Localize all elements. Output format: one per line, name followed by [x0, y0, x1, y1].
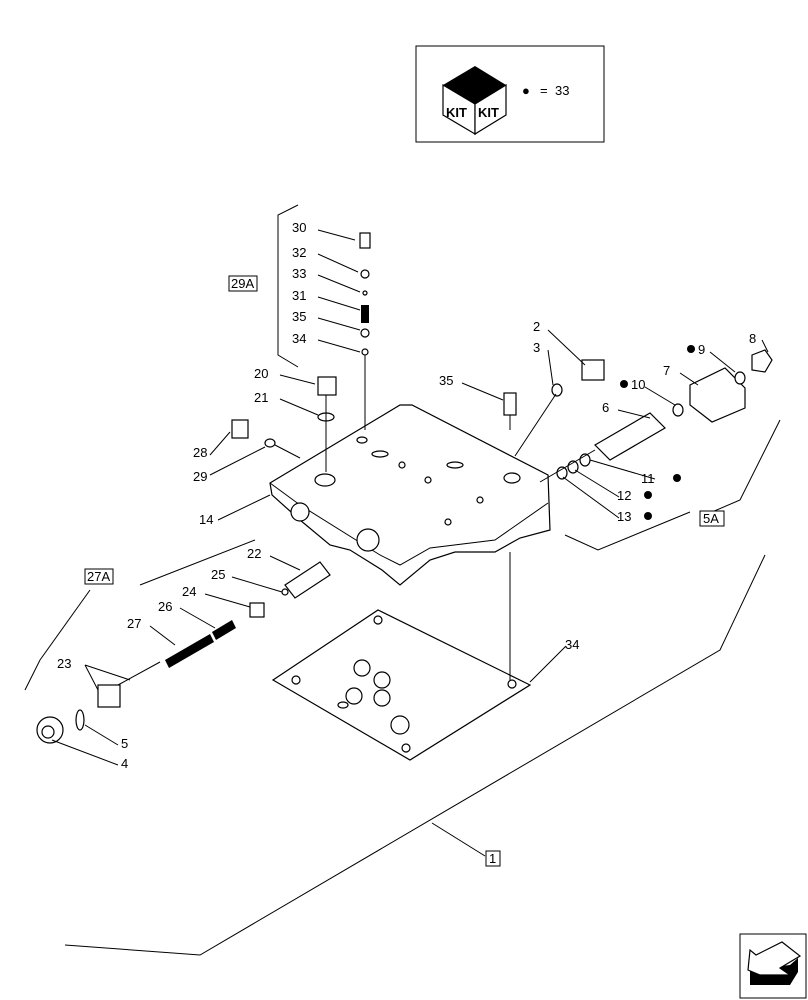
kit-box-icon: KIT KIT	[442, 66, 507, 136]
ref-box-1[interactable]: 1	[485, 850, 501, 867]
kit-bullet-icon	[687, 345, 695, 353]
callout: 34	[565, 637, 579, 652]
callout: 32	[292, 245, 306, 260]
arrow-back-icon[interactable]	[739, 933, 807, 999]
svg-text:29A: 29A	[231, 276, 254, 291]
reference-boxes[interactable]: 29A 5A 27A 1	[84, 275, 725, 867]
callout: 33	[292, 266, 306, 281]
callout: 20	[254, 366, 268, 381]
svg-text:KIT: KIT	[446, 105, 467, 120]
callout: 25	[211, 567, 225, 582]
callout: 21	[254, 390, 268, 405]
callout: 4	[121, 756, 128, 771]
ref-box-29A[interactable]: 29A	[228, 275, 258, 292]
callout: 27	[127, 616, 141, 631]
kit-number: 33	[555, 83, 569, 98]
callout: 14	[199, 512, 213, 527]
callout: 29	[193, 469, 207, 484]
svg-text:KIT: KIT	[478, 105, 499, 120]
gasket	[271, 609, 532, 761]
callout: 23	[57, 656, 71, 671]
callout: 13	[617, 509, 631, 524]
callout: 5	[121, 736, 128, 751]
parts	[36, 232, 773, 744]
kit-bullet-icon	[644, 491, 652, 499]
callout: 35	[292, 309, 306, 324]
callout: 11	[641, 471, 655, 486]
callout: 3	[533, 340, 540, 355]
kit-equals: =	[540, 83, 548, 98]
callout: 22	[247, 546, 261, 561]
ref-box-5A[interactable]: 5A	[699, 510, 725, 527]
bracket-lines	[24, 204, 781, 956]
ref-box-27A[interactable]: 27A	[84, 568, 114, 585]
callout: 35	[439, 373, 453, 388]
kit-bullet-icon	[673, 474, 681, 482]
valve-body	[269, 404, 551, 586]
callout: 31	[292, 288, 306, 303]
callout: 30	[292, 220, 306, 235]
kit-bullet-icon	[620, 380, 628, 388]
kit-bullet-icon	[644, 512, 652, 520]
callout: 6	[602, 400, 609, 415]
kit-legend: KIT KIT ● = 33	[415, 45, 605, 143]
callout-labels: 30 32 33 31 35 34 20 21 28 29 14 2 3 35 …	[57, 220, 756, 771]
callout: 2	[533, 319, 540, 334]
callout: 10	[631, 377, 645, 392]
svg-text:1: 1	[489, 851, 496, 866]
callout: 34	[292, 331, 306, 346]
callout: 28	[193, 445, 207, 460]
callout: 26	[158, 599, 172, 614]
callout: 24	[182, 584, 196, 599]
callout: 12	[617, 488, 631, 503]
callout: 9	[698, 342, 705, 357]
svg-text:27A: 27A	[87, 569, 110, 584]
kit-bullet: ●	[522, 83, 530, 98]
leader-lines	[51, 229, 769, 766]
callout: 8	[749, 331, 756, 346]
svg-text:5A: 5A	[703, 511, 719, 526]
callout: 7	[663, 363, 670, 378]
